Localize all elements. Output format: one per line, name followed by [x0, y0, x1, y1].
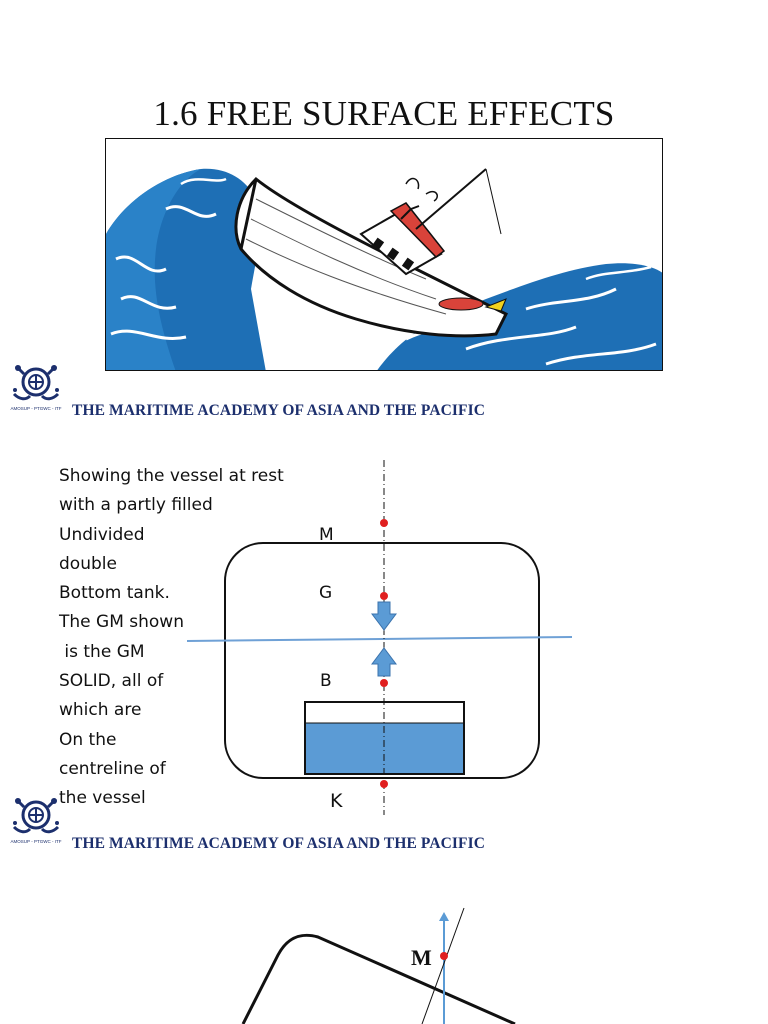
point-k [380, 780, 388, 788]
point-g [380, 592, 388, 600]
buoyancy-arrow [371, 647, 397, 677]
inclined-centreline [421, 907, 465, 1024]
label-m-heeled: M [411, 945, 432, 970]
gravity-arrow [371, 601, 397, 631]
slide-title: 1.6 FREE SURFACE EFFECTS [153, 94, 615, 133]
academy-logo: AMOSUP - PTGWC - ITF [10, 793, 62, 845]
point-m [440, 952, 448, 960]
description-text: Showing the vessel at rest with a partly… [59, 462, 284, 814]
description-line: with a partly filled [59, 495, 213, 516]
description-line: Undivided [59, 524, 145, 545]
label-b: B [320, 671, 332, 691]
label-m: M [319, 525, 334, 545]
point-m [380, 519, 388, 527]
description-line: the vessel [59, 788, 146, 809]
description-line: which are [59, 700, 142, 721]
heeled-vessel-outline [241, 933, 516, 1024]
stability-diagram-upright [186, 460, 573, 815]
ship-in-storm-illustration [105, 138, 663, 371]
point-b [380, 679, 388, 687]
logo-text: AMOSUP - PTGWC - ITF [11, 406, 62, 411]
description-line: The GM shown [59, 612, 184, 633]
stability-diagram-heeled [241, 907, 516, 1024]
academy-name: THE MARITIME ACADEMY OF ASIA AND THE PAC… [72, 402, 486, 419]
logo-text: AMOSUP - PTGWC - ITF [11, 839, 62, 844]
label-k: K [330, 790, 343, 812]
description-line: centreline of [59, 758, 166, 779]
description-line: is the GM [59, 641, 145, 662]
academy-name: THE MARITIME ACADEMY OF ASIA AND THE PAC… [72, 835, 486, 852]
description-line: double [59, 553, 117, 574]
academy-logo: AMOSUP - PTGWC - ITF [10, 360, 62, 412]
vessel-section [224, 542, 540, 779]
description-line: SOLID, all of [59, 671, 164, 692]
label-g: G [319, 583, 333, 603]
description-line: Bottom tank. [59, 583, 170, 604]
waterline [186, 636, 573, 642]
description-line: On the [59, 729, 117, 750]
